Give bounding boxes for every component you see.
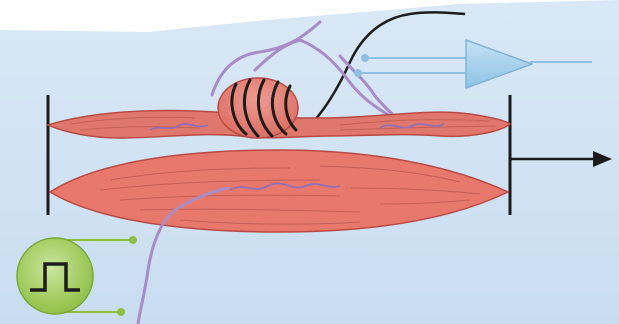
electrode-dot-2 xyxy=(354,69,362,77)
stim-electrode-1 xyxy=(129,236,137,244)
stim-electrode-2 xyxy=(117,308,125,316)
stimulator-unit xyxy=(17,238,93,314)
electrode-dot-1 xyxy=(361,54,369,62)
